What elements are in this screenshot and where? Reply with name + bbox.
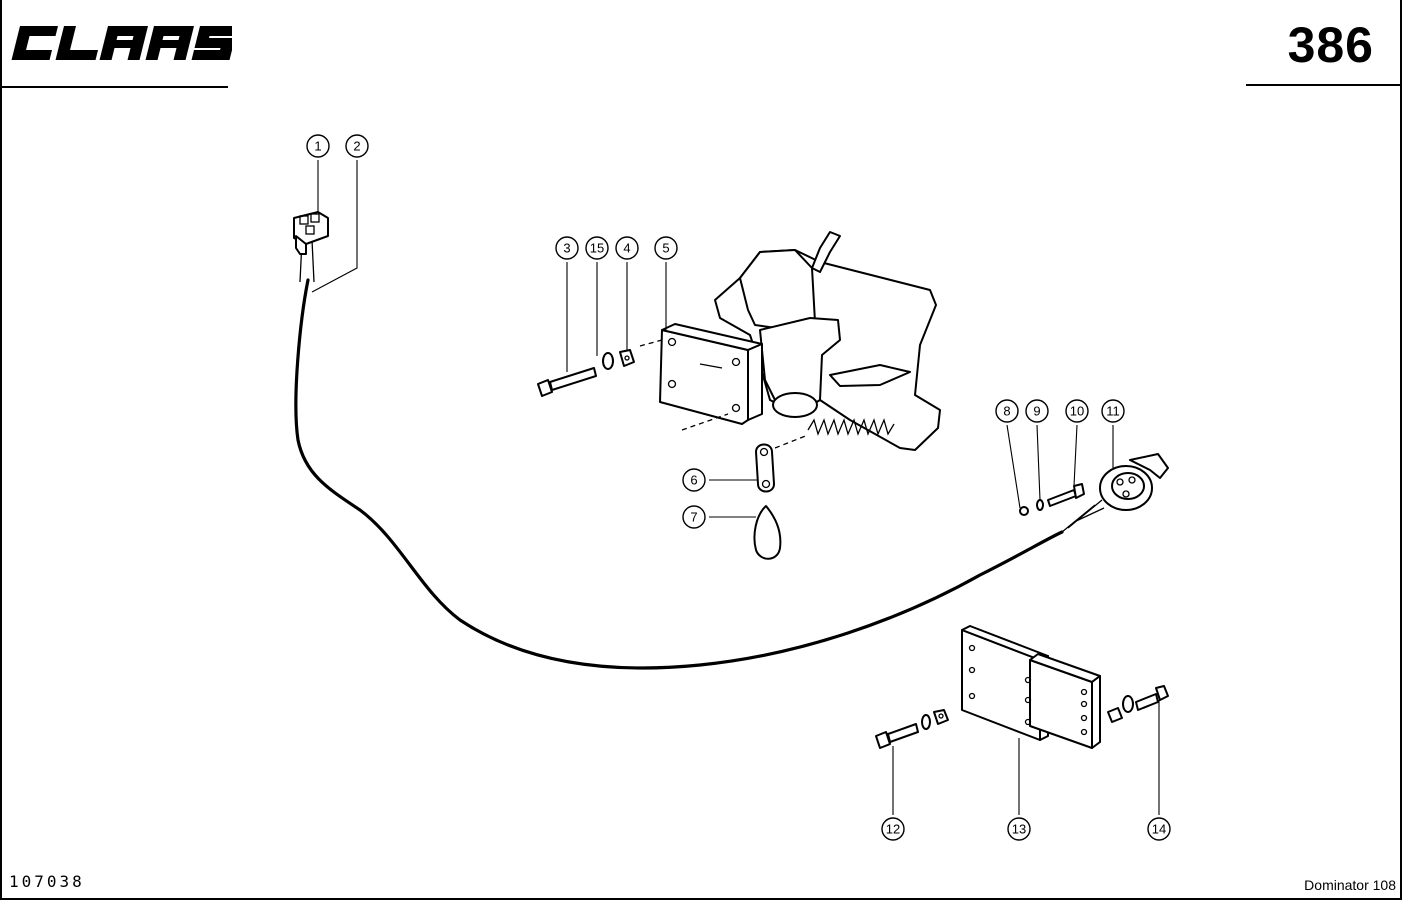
svg-text:2: 2 (353, 139, 360, 154)
callout-2: 2 (345, 134, 369, 158)
callout-10: 10 (1065, 399, 1089, 423)
svg-text:4: 4 (623, 241, 630, 256)
callout-9: 9 (1025, 399, 1049, 423)
svg-text:1: 1 (314, 139, 321, 154)
bolt-set-right (1107, 685, 1169, 723)
header-rule-left (0, 86, 228, 88)
link-plate (755, 443, 775, 493)
svg-text:6: 6 (690, 473, 697, 488)
svg-text:8: 8 (1003, 404, 1010, 419)
svg-text:11: 11 (1106, 404, 1120, 419)
callout-6: 6 (682, 468, 706, 492)
main-housing (639, 231, 941, 451)
small-screw (1047, 483, 1085, 507)
callout-8: 8 (995, 399, 1019, 423)
socket-connector (1061, 453, 1169, 533)
connector-plug (293, 211, 329, 255)
svg-text:5: 5 (662, 241, 669, 256)
callout-5: 5 (654, 236, 678, 260)
svg-text:10: 10 (1070, 404, 1084, 419)
spring-loop (753, 505, 782, 560)
callout-14: 14 (1147, 817, 1171, 841)
cable-harness (294, 278, 1064, 670)
small-nut (1019, 506, 1029, 516)
svg-text:13: 13 (1012, 822, 1026, 837)
callout-11: 11 (1101, 399, 1125, 423)
bolt-set-left (875, 709, 949, 749)
bolt (537, 367, 597, 397)
svg-text:3: 3 (563, 241, 570, 256)
drawing-number: 107038 (9, 872, 85, 891)
callout-4: 4 (615, 236, 639, 260)
callout-12: 12 (881, 817, 905, 841)
callout-15: 15 (585, 236, 609, 260)
svg-text:12: 12 (886, 822, 900, 837)
washer (602, 352, 614, 370)
callout-3: 3 (555, 236, 579, 260)
svg-text:9: 9 (1033, 404, 1040, 419)
small-washer (1036, 499, 1044, 511)
mounting-plates (961, 625, 1101, 749)
leader-lines (311, 160, 1160, 815)
callout-7: 7 (682, 505, 706, 529)
svg-text:14: 14 (1152, 822, 1166, 837)
callout-13: 13 (1007, 817, 1031, 841)
page-number: 386 (1287, 17, 1374, 73)
claas-logo (11, 26, 232, 60)
svg-text:7: 7 (690, 510, 697, 525)
header-rule-right (1246, 84, 1402, 86)
callout-1: 1 (306, 134, 330, 158)
model-name: Dominator 108 (1304, 877, 1396, 893)
nut (619, 349, 635, 367)
svg-text:15: 15 (590, 241, 604, 256)
